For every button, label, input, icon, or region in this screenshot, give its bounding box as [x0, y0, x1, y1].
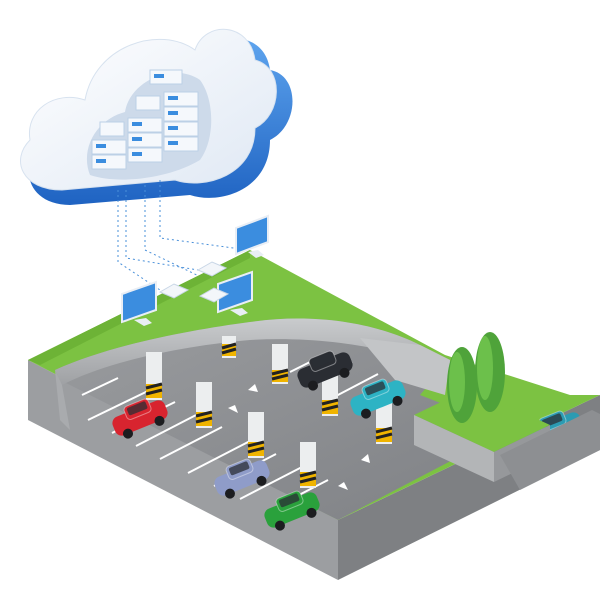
car-icon: [264, 490, 320, 531]
tablet-icon: [158, 283, 190, 299]
pillar: [271, 344, 289, 384]
car-icon: [297, 350, 353, 391]
connection-lines: [117, 180, 249, 293]
pillar: [299, 442, 317, 488]
pillar: [375, 400, 393, 444]
pillar: [247, 412, 265, 458]
pillars: [145, 336, 393, 488]
ground-side-wall: [28, 360, 338, 580]
pillar: [321, 372, 339, 416]
pillar: [145, 352, 163, 400]
pillar: [195, 382, 213, 428]
tablet-icon: [198, 287, 230, 303]
driveway: [500, 410, 600, 490]
car-icon: [350, 378, 406, 419]
monitor-icon: [217, 270, 253, 316]
devices: [121, 214, 269, 326]
car-icon: [112, 398, 168, 439]
ramp: [360, 338, 450, 395]
direction-arrows: [228, 384, 370, 490]
tree-icon: [447, 347, 477, 423]
monitor-icon: [121, 280, 157, 326]
tablet-icon: [196, 261, 228, 277]
monitor-icon: [235, 214, 269, 258]
planter-top: [414, 388, 550, 452]
pillar: [221, 336, 237, 358]
car-icon: [214, 458, 270, 499]
cloud-server-icon: [20, 28, 293, 205]
server-rack: [91, 69, 199, 170]
tree-icon: [475, 332, 505, 412]
pit-back-wall: [55, 318, 450, 385]
